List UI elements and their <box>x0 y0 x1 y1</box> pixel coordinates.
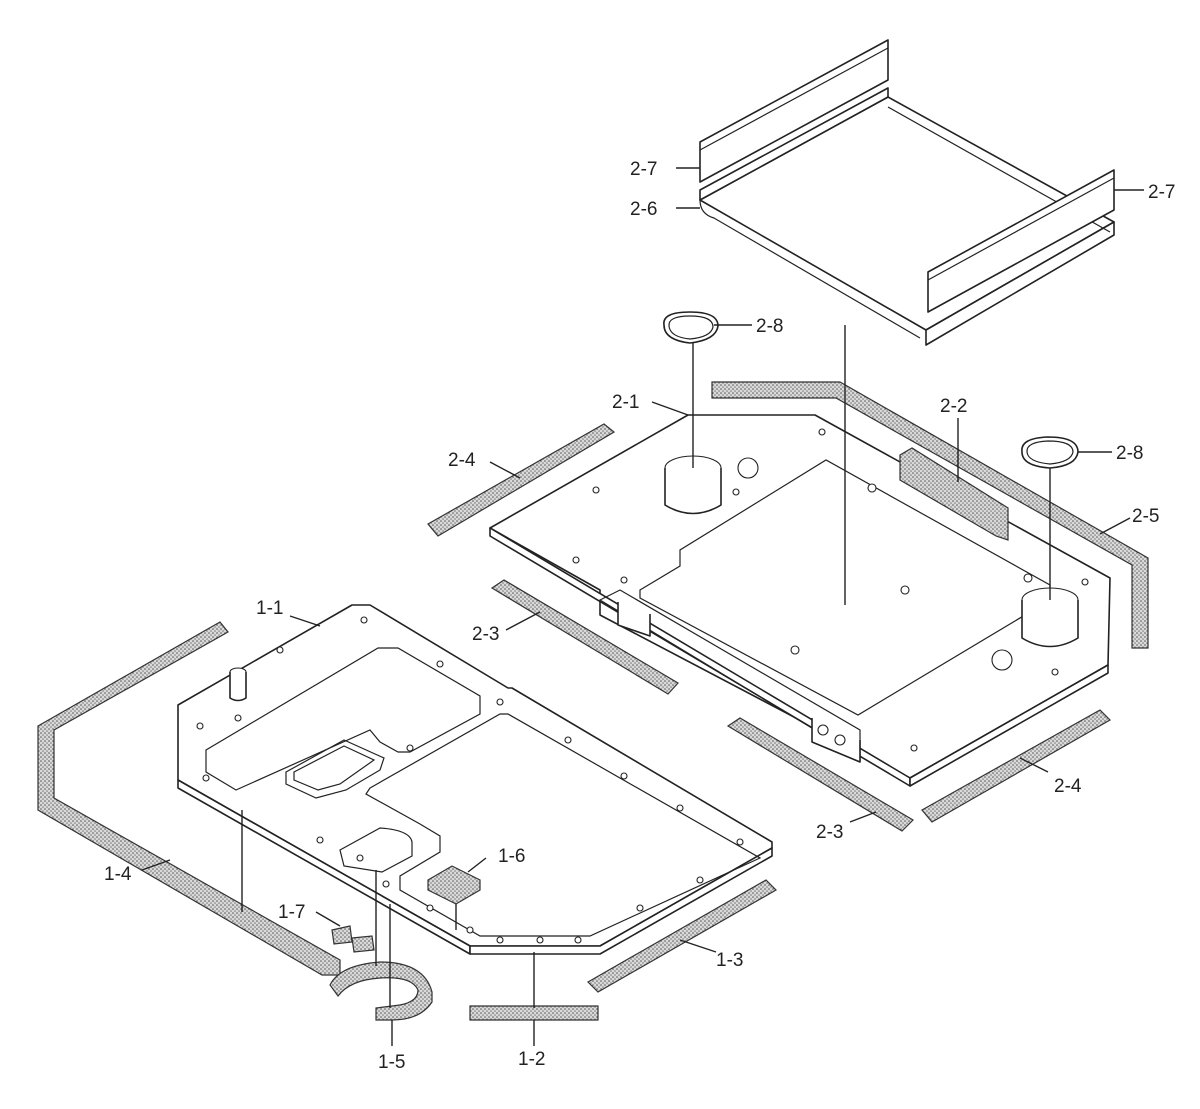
callout-2-6: 2-6 <box>630 199 657 220</box>
strip-1-2 <box>469 1005 599 1021</box>
callout-2-1: 2-1 <box>612 392 639 413</box>
callout-2-8-left: 2-8 <box>756 316 783 337</box>
callout-1-6: 1-6 <box>498 846 525 867</box>
strip-2-3-upper <box>490 579 679 695</box>
pad-2-2 <box>899 447 1009 541</box>
tray-2-6 <box>699 87 1115 346</box>
callout-2-8-right: 2-8 <box>1116 443 1143 464</box>
gasket-2-8-right <box>1021 436 1079 469</box>
callout-labels: 2-7 2-6 2-7 2-8 2-8 2-1 2-2 2-5 2-4 2-3 … <box>104 159 1175 1073</box>
callout-1-7: 1-7 <box>278 902 305 923</box>
callout-2-5: 2-5 <box>1132 506 1159 527</box>
callout-2-7-right: 2-7 <box>1148 182 1175 203</box>
strip-2-3-lower <box>726 717 914 832</box>
callout-2-3-upper: 2-3 <box>472 624 499 645</box>
strip-2-4-lower <box>921 709 1111 823</box>
callout-1-4: 1-4 <box>104 864 132 885</box>
callout-2-4-lower: 2-4 <box>1054 776 1082 797</box>
callout-1-5: 1-5 <box>378 1052 405 1073</box>
pad-1-6 <box>427 865 481 905</box>
gasket-2-8-left <box>663 311 719 344</box>
plate-1-1 <box>177 604 773 955</box>
strip-2-5 <box>711 381 1149 649</box>
strip-1-4 <box>37 621 341 976</box>
strip-2-7-right <box>927 169 1115 313</box>
strip-2-4-upper <box>427 423 616 537</box>
leader-lines <box>141 167 1144 1046</box>
pad-1-7 <box>331 925 375 953</box>
callout-1-1: 1-1 <box>256 598 283 619</box>
callout-2-7-left: 2-7 <box>630 159 657 180</box>
callout-1-3: 1-3 <box>716 950 743 971</box>
strip-1-3 <box>587 879 777 993</box>
callout-2-4-upper: 2-4 <box>448 450 476 471</box>
callout-2-3-lower: 2-3 <box>816 822 843 843</box>
callout-2-2: 2-2 <box>940 396 967 417</box>
callout-1-2: 1-2 <box>518 1049 545 1070</box>
strip-1-5 <box>329 961 433 1021</box>
